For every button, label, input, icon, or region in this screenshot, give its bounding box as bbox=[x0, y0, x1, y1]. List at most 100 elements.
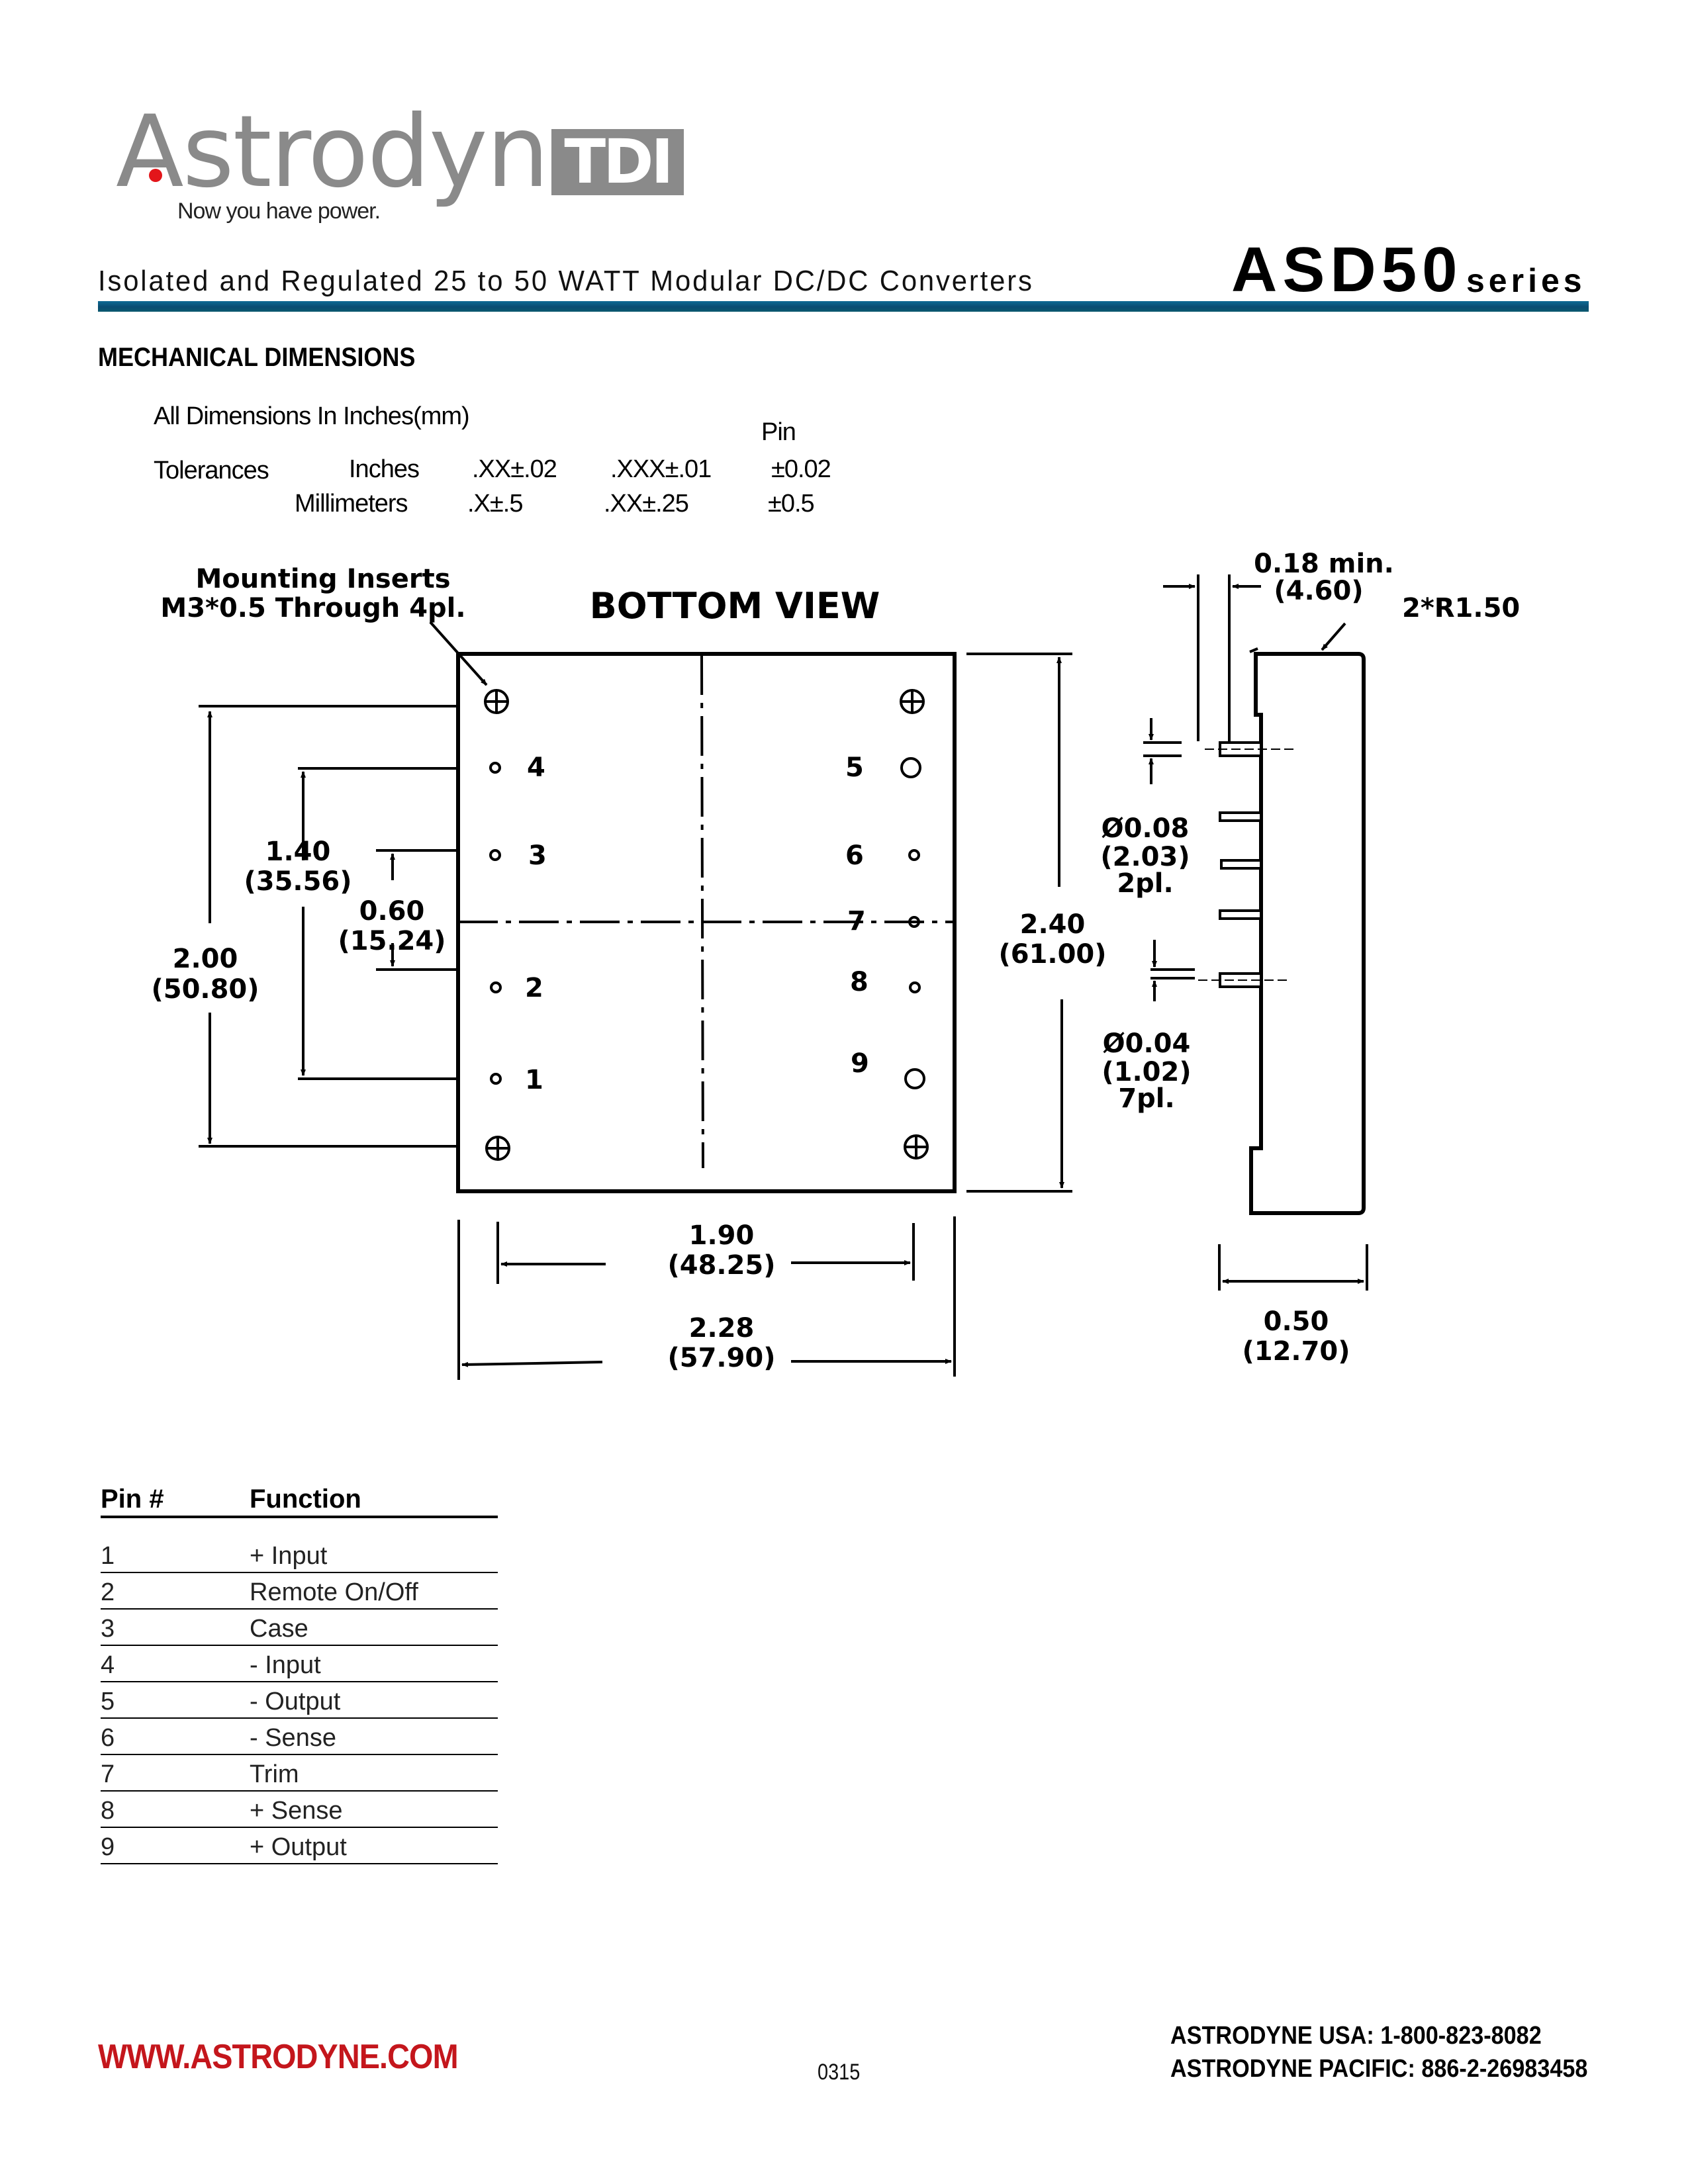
dim-200-in: 2.00 bbox=[173, 944, 238, 974]
contact-pacific: ASTRODYNE PACIFIC: 886-2-26983458 bbox=[1170, 2055, 1588, 2083]
view-title: BOTTOM VIEW bbox=[590, 585, 880, 627]
logo-tagline: Now you have power. bbox=[177, 199, 381, 224]
product-subtitle: Isolated and Regulated 25 to 50 WATT Mod… bbox=[98, 265, 1034, 297]
dim-pin-large-qty: 2pl. bbox=[1117, 868, 1173, 899]
side-pin bbox=[1219, 909, 1262, 920]
pin-hole-1 bbox=[490, 1073, 502, 1085]
mounting-insert-icon bbox=[485, 1136, 510, 1161]
function-header: Function bbox=[250, 1484, 361, 1514]
pin-function: - Input bbox=[250, 1651, 321, 1679]
dim-200-mm: (50.80) bbox=[151, 974, 259, 1005]
series-label: series bbox=[1466, 262, 1586, 299]
document-code: 0315 bbox=[818, 2060, 861, 2085]
dim-060-in: 0.60 bbox=[359, 896, 425, 927]
pin-hole-8 bbox=[909, 981, 921, 993]
dim-radius: 2*R1.50 bbox=[1402, 593, 1520, 623]
table-row: 1 + Input bbox=[101, 1537, 498, 1573]
dim-018-in: 0.18 min. bbox=[1254, 549, 1394, 579]
pin-number: 2 bbox=[101, 1578, 115, 1606]
dim-pin-small-mm: (1.02) bbox=[1102, 1057, 1191, 1087]
dim-228-mm: (57.90) bbox=[667, 1343, 775, 1373]
pin-function: - Output bbox=[250, 1688, 341, 1715]
units-note: All Dimensions In Inches(mm) bbox=[154, 402, 470, 430]
tolerance-mm-pin: ±0.5 bbox=[768, 490, 815, 518]
dim-pin-small-qty: 7pl. bbox=[1118, 1083, 1174, 1114]
pin-number: 9 bbox=[101, 1833, 115, 1861]
dim-240-in: 2.40 bbox=[1020, 909, 1086, 940]
pin-function: Case bbox=[250, 1615, 308, 1643]
section-heading: MECHANICAL DIMENSIONS bbox=[98, 343, 416, 372]
pin-function: Remote On/Off bbox=[250, 1578, 418, 1606]
pin-number: 1 bbox=[101, 1542, 115, 1570]
table-row: 3 Case bbox=[101, 1610, 498, 1646]
logo-wordmark: Astrodyne bbox=[116, 95, 609, 210]
dim-240-mm: (61.00) bbox=[998, 939, 1106, 970]
tolerance-pin-header: Pin bbox=[761, 418, 796, 446]
side-pin bbox=[1219, 811, 1262, 822]
pin-label: 3 bbox=[528, 841, 547, 871]
pin-function: + Output bbox=[250, 1833, 347, 1861]
logo-badge: TDI bbox=[551, 129, 684, 195]
dim-140-mm: (35.56) bbox=[244, 866, 352, 897]
dim-pin-small-in: Ø0.04 bbox=[1103, 1028, 1191, 1059]
pin-hole-5 bbox=[900, 757, 921, 778]
pin-function: + Sense bbox=[250, 1797, 343, 1825]
dim-140-in: 1.40 bbox=[265, 837, 331, 867]
pin-label: 5 bbox=[845, 752, 864, 783]
website-link[interactable]: WWW.ASTRODYNE.COM bbox=[98, 2038, 459, 2076]
mounting-note-line1: Mounting Inserts bbox=[195, 564, 450, 594]
contact-usa: ASTRODYNE USA: 1-800-823-8082 bbox=[1170, 2022, 1542, 2050]
dim-050-mm: (12.70) bbox=[1242, 1336, 1350, 1367]
pin-label: 8 bbox=[850, 967, 868, 997]
pin-table-header: Pin # Function bbox=[101, 1480, 498, 1518]
tolerance-label: Tolerances bbox=[154, 457, 269, 484]
dim-228-in: 2.28 bbox=[689, 1313, 755, 1343]
pin-number: 3 bbox=[101, 1615, 115, 1643]
module-outline-side bbox=[1249, 652, 1366, 1215]
pin-number: 4 bbox=[101, 1651, 115, 1679]
tolerance-mm-2place: .X±.5 bbox=[467, 490, 523, 518]
pin-label: 2 bbox=[525, 973, 543, 1003]
table-row: 6 - Sense bbox=[101, 1719, 498, 1755]
dim-pin-large-in: Ø0.08 bbox=[1102, 813, 1190, 844]
pin-number: 6 bbox=[101, 1724, 115, 1752]
pin-hole-3 bbox=[489, 849, 501, 861]
pin-label: 1 bbox=[525, 1065, 543, 1095]
tolerance-inches-2place: .XX±.02 bbox=[472, 455, 557, 483]
dim-190-in: 1.90 bbox=[689, 1220, 755, 1251]
dim-190-mm: (48.25) bbox=[667, 1250, 775, 1281]
pin-function: + Input bbox=[250, 1542, 328, 1570]
mounting-insert-icon bbox=[900, 689, 925, 714]
mounting-note-line2: M3*0.5 Through 4pl. bbox=[160, 593, 465, 623]
pin-hole-7 bbox=[908, 916, 920, 928]
mounting-insert-icon bbox=[484, 689, 509, 714]
centerline-vertical bbox=[700, 655, 704, 1169]
tolerance-unit-inches: Inches bbox=[349, 455, 420, 483]
pin-header: Pin # bbox=[101, 1484, 164, 1514]
tolerance-inches-pin: ±0.02 bbox=[771, 455, 831, 483]
pin-number: 5 bbox=[101, 1688, 115, 1715]
dim-pin-large-mm: (2.03) bbox=[1100, 842, 1190, 872]
tolerance-inches-3place: .XXX±.01 bbox=[610, 455, 712, 483]
logo-red-dot-icon bbox=[149, 169, 162, 182]
pin-hole-4 bbox=[489, 762, 501, 774]
pin-function: - Sense bbox=[250, 1724, 336, 1752]
pin-label: 9 bbox=[851, 1048, 869, 1079]
dim-060-mm: (15.24) bbox=[338, 926, 445, 956]
pin-function-table: Pin # Function 1 + Input 2 Remote On/Off 3… bbox=[101, 1480, 498, 1864]
pin-hole-2 bbox=[490, 981, 502, 993]
pin-label: 6 bbox=[845, 841, 864, 871]
pin-hole-9 bbox=[904, 1068, 925, 1089]
table-row: 4 - Input bbox=[101, 1646, 498, 1682]
pin-number: 8 bbox=[101, 1797, 115, 1825]
tolerance-mm-3place: .XX±.25 bbox=[604, 490, 689, 518]
series-name: ASD50 bbox=[1231, 234, 1463, 305]
header-rule bbox=[98, 301, 1589, 312]
pin-number: 7 bbox=[101, 1760, 115, 1788]
pin-function: Trim bbox=[250, 1760, 299, 1788]
pin-hole-6 bbox=[908, 849, 920, 861]
table-row: 8 + Sense bbox=[101, 1792, 498, 1828]
mechanical-drawing: Mounting Inserts M3*0.5 Through 4pl. BOT… bbox=[151, 549, 1520, 1380]
mounting-insert-icon bbox=[904, 1134, 929, 1160]
dim-050-in: 0.50 bbox=[1264, 1306, 1329, 1337]
